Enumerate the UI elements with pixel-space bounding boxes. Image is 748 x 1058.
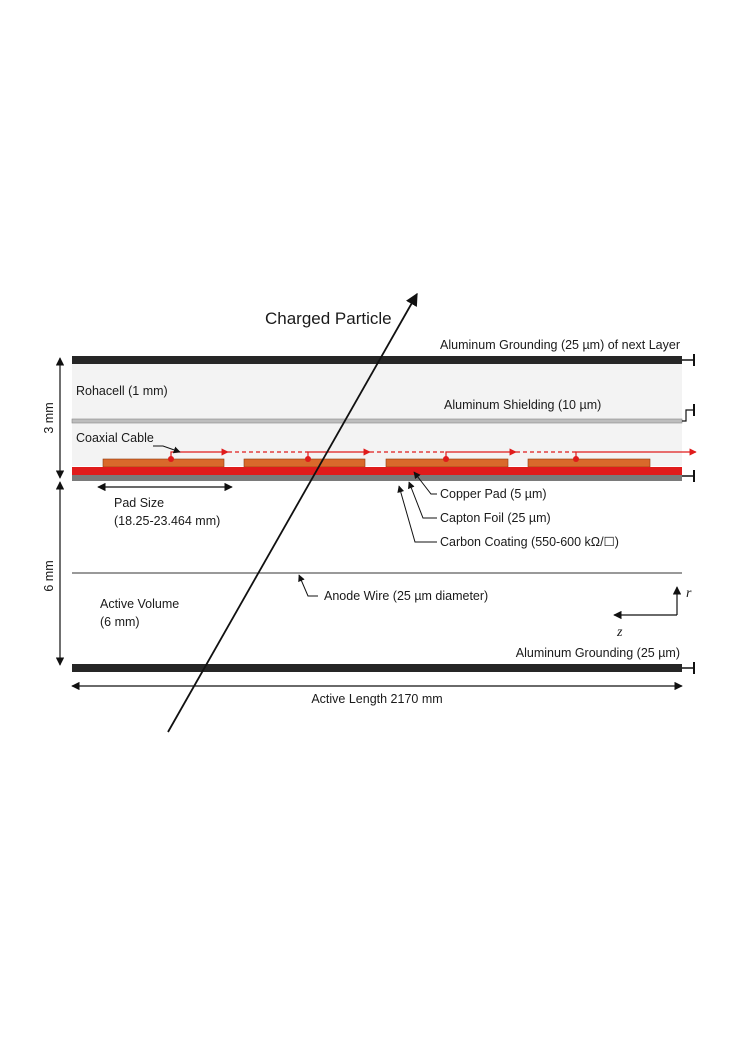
carbon-coating-leader bbox=[397, 485, 437, 543]
anode-wire-label: Anode Wire (25 µm diameter) bbox=[324, 589, 488, 603]
al-grounding-next-label: Aluminum Grounding (25 µm) of next Layer bbox=[440, 338, 680, 352]
ground-symbol-shield bbox=[682, 409, 694, 422]
pad-size-range-label: (18.25-23.464 mm) bbox=[114, 514, 220, 528]
capton-foil-leader bbox=[408, 481, 437, 519]
pad-size-label: Pad Size bbox=[114, 496, 164, 510]
al-grounding-next-bar bbox=[72, 356, 682, 364]
al-shielding-bar bbox=[71, 418, 683, 424]
copper-pad-leader bbox=[413, 471, 437, 495]
coaxial-cable-label: Coaxial Cable bbox=[76, 431, 154, 445]
al-grounding-bar bbox=[72, 664, 682, 672]
dim-6mm-label: 6 mm bbox=[42, 560, 56, 591]
charged-particle-track bbox=[167, 292, 418, 733]
signal-contact-dots bbox=[168, 456, 579, 462]
axis-r-label: r bbox=[686, 586, 692, 601]
anode-wire-leader bbox=[298, 574, 318, 597]
active-length-label: Active Length 2170 mm bbox=[311, 692, 442, 706]
carbon-coating-bar bbox=[72, 475, 682, 481]
capton-foil-label: Capton Foil (25 µm) bbox=[440, 511, 551, 525]
al-shielding-label: Aluminum Shielding (10 µm) bbox=[444, 398, 601, 412]
rohacell-label: Rohacell (1 mm) bbox=[76, 384, 168, 398]
active-volume-label: Active Volume bbox=[100, 597, 179, 611]
dim-3mm-label: 3 mm bbox=[42, 402, 56, 433]
al-grounding-label: Aluminum Grounding (25 µm) bbox=[516, 646, 680, 660]
charged-particle-label: Charged Particle bbox=[265, 309, 392, 328]
capton-foil-bar bbox=[72, 467, 682, 475]
copper-pad-label: Copper Pad (5 µm) bbox=[440, 487, 547, 501]
active-volume-dim-label: (6 mm) bbox=[100, 615, 140, 629]
rohacell-layer bbox=[72, 364, 682, 466]
coaxial-cable-leader bbox=[153, 445, 181, 454]
copper-pad bbox=[102, 458, 225, 468]
carbon-coating-label: Carbon Coating (550-600 kΩ/☐) bbox=[440, 535, 619, 549]
copper-pad bbox=[527, 458, 651, 468]
copper-pad bbox=[243, 458, 366, 468]
axis-z-label: z bbox=[616, 625, 623, 640]
